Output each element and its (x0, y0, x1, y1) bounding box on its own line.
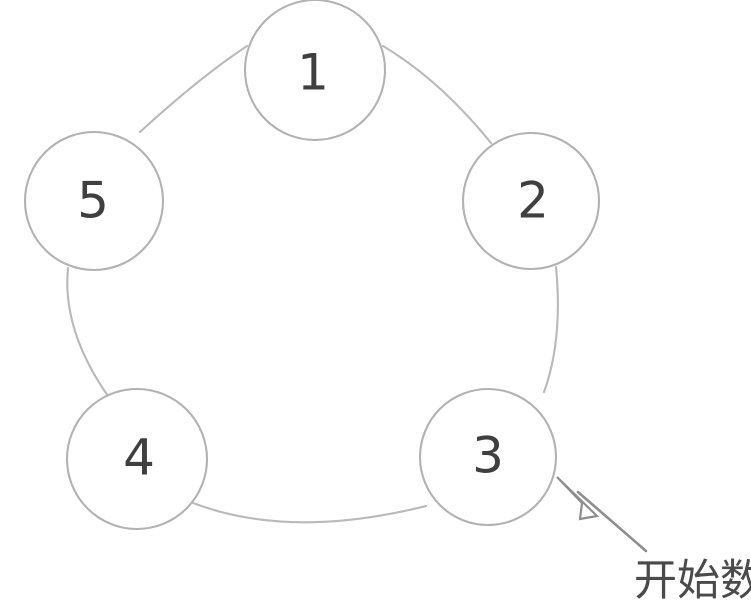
node-3-circle[interactable] (418, 387, 558, 527)
node-1-circle[interactable] (243, 0, 387, 142)
node-4-label: 4 (123, 429, 155, 487)
edge-1-to-2 (381, 44, 493, 145)
node-3-label: 3 (472, 427, 504, 485)
edge-3-to-4 (191, 501, 428, 524)
ring-arc-group (66, 44, 559, 524)
node-1-label: 1 (297, 44, 329, 102)
node-2-circle[interactable] (461, 131, 601, 271)
edge-2-to-3 (542, 265, 559, 394)
node-2[interactable]: 2 (461, 131, 601, 271)
node-5[interactable]: 5 (23, 130, 165, 272)
node-5-circle[interactable] (23, 130, 165, 272)
edge-5-to-1 (138, 44, 249, 134)
node-4-circle[interactable] (65, 387, 209, 531)
start-number-annotation: 开始数 (634, 556, 751, 603)
arrow-head-icon (556, 476, 600, 521)
start-pointer-arrow (556, 476, 648, 553)
node-1[interactable]: 1 (243, 0, 387, 142)
edge-4-to-5 (66, 266, 110, 398)
node-2-label: 2 (517, 172, 549, 230)
node-3[interactable]: 3 (418, 387, 558, 527)
node-4[interactable]: 4 (65, 387, 209, 531)
arrow-shaft (576, 490, 648, 553)
node-5-label: 5 (77, 172, 109, 230)
